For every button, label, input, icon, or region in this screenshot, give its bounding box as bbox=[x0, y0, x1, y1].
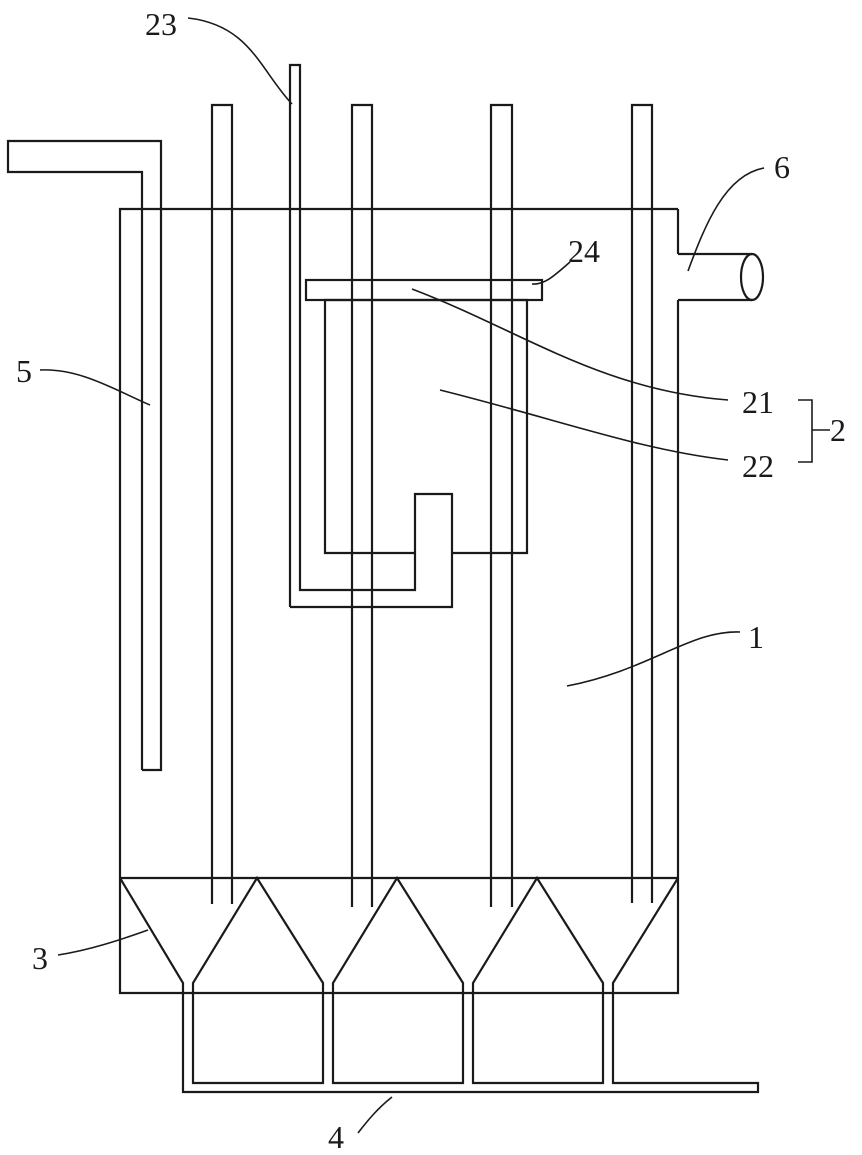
leader-4 bbox=[357, 1096, 393, 1134]
leader-3 bbox=[57, 929, 149, 956]
leader-1 bbox=[566, 631, 741, 687]
leader-22 bbox=[439, 389, 729, 461]
label-2: 2 bbox=[830, 412, 846, 448]
label-23: 23 bbox=[145, 6, 177, 42]
label-6: 6 bbox=[774, 149, 790, 185]
hoppers bbox=[119, 875, 679, 993]
assembly-bracket bbox=[798, 399, 813, 463]
vessel bbox=[323, 298, 529, 555]
label-5: 5 bbox=[16, 353, 32, 389]
cover-plate bbox=[304, 278, 544, 302]
leader-6 bbox=[687, 167, 765, 272]
bottom-manifold bbox=[181, 993, 760, 1094]
riser-pipe bbox=[288, 63, 454, 609]
reference-numerals: 23 6 24 5 21 2 22 1 3 4 bbox=[16, 6, 846, 1155]
leader-lines bbox=[39, 17, 830, 1134]
leader-24 bbox=[531, 261, 571, 285]
inlet-pipe bbox=[6, 139, 163, 772]
tank-body bbox=[118, 207, 680, 995]
label-21: 21 bbox=[742, 384, 774, 420]
label-3: 3 bbox=[32, 940, 48, 976]
vertical-tubes bbox=[210, 103, 654, 907]
leader-23 bbox=[187, 17, 293, 105]
label-1: 1 bbox=[748, 619, 764, 655]
leader-5 bbox=[39, 369, 151, 406]
outlet-pipe bbox=[678, 252, 765, 302]
label-24: 24 bbox=[568, 233, 600, 269]
label-22: 22 bbox=[742, 448, 774, 484]
label-4: 4 bbox=[328, 1119, 344, 1155]
leader-21 bbox=[411, 288, 729, 401]
